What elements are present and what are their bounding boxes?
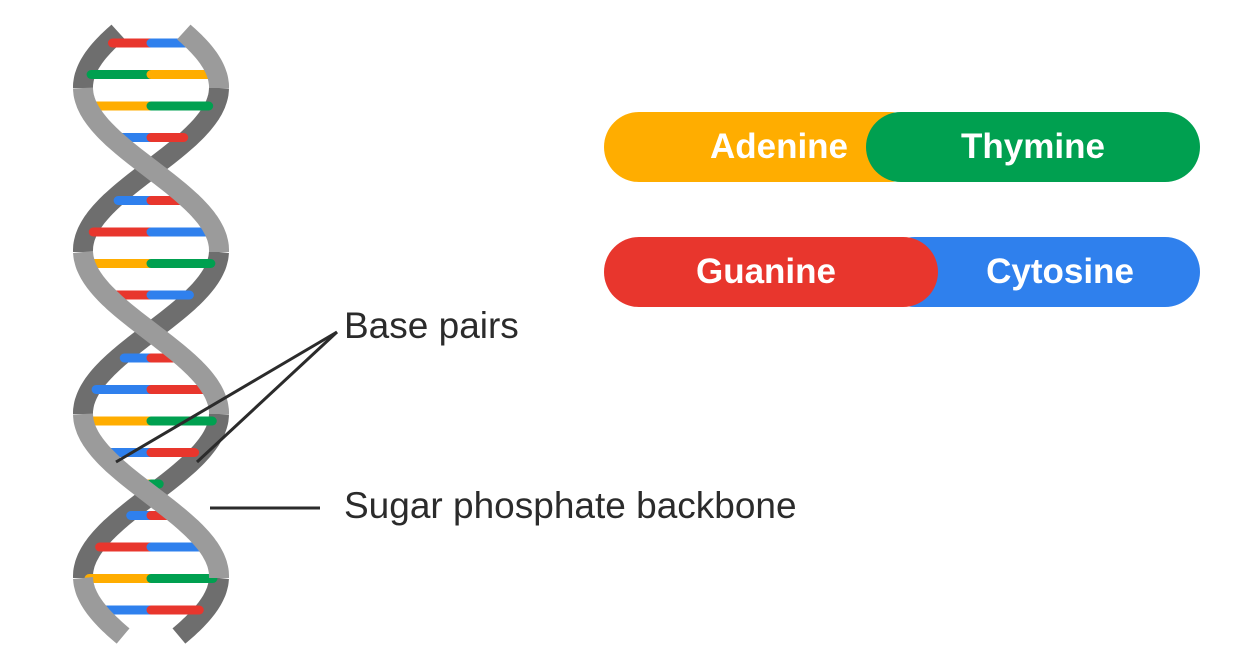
guanine-label: Guanine [695, 252, 837, 291]
backbone-back-segment [73, 24, 125, 88]
backbone-front-segment [73, 413, 229, 578]
base-pairs-label: Base pairs [344, 305, 519, 346]
backbone-front-segment [73, 251, 229, 414]
legend-thymine: Thymine [866, 112, 1200, 182]
cytosine-label: Cytosine [986, 252, 1134, 291]
label-pointer-lines [115, 330, 339, 510]
base-pairs-pointer-left [115, 330, 338, 464]
backbone-front-segment [73, 87, 229, 252]
base-pairs-pointer-right [195, 330, 339, 464]
backbone-back-segment [172, 577, 229, 644]
backbone-front-strand [73, 24, 229, 644]
thymine-label: Thymine [961, 127, 1105, 166]
backbone-front-segment [73, 577, 130, 644]
adenine-label: Adenine [709, 127, 849, 166]
backbone-front-segment [177, 24, 229, 88]
sugar-phosphate-backbone-label: Sugar phosphate backbone [344, 485, 797, 526]
legend-guanine: Guanine [604, 237, 938, 307]
